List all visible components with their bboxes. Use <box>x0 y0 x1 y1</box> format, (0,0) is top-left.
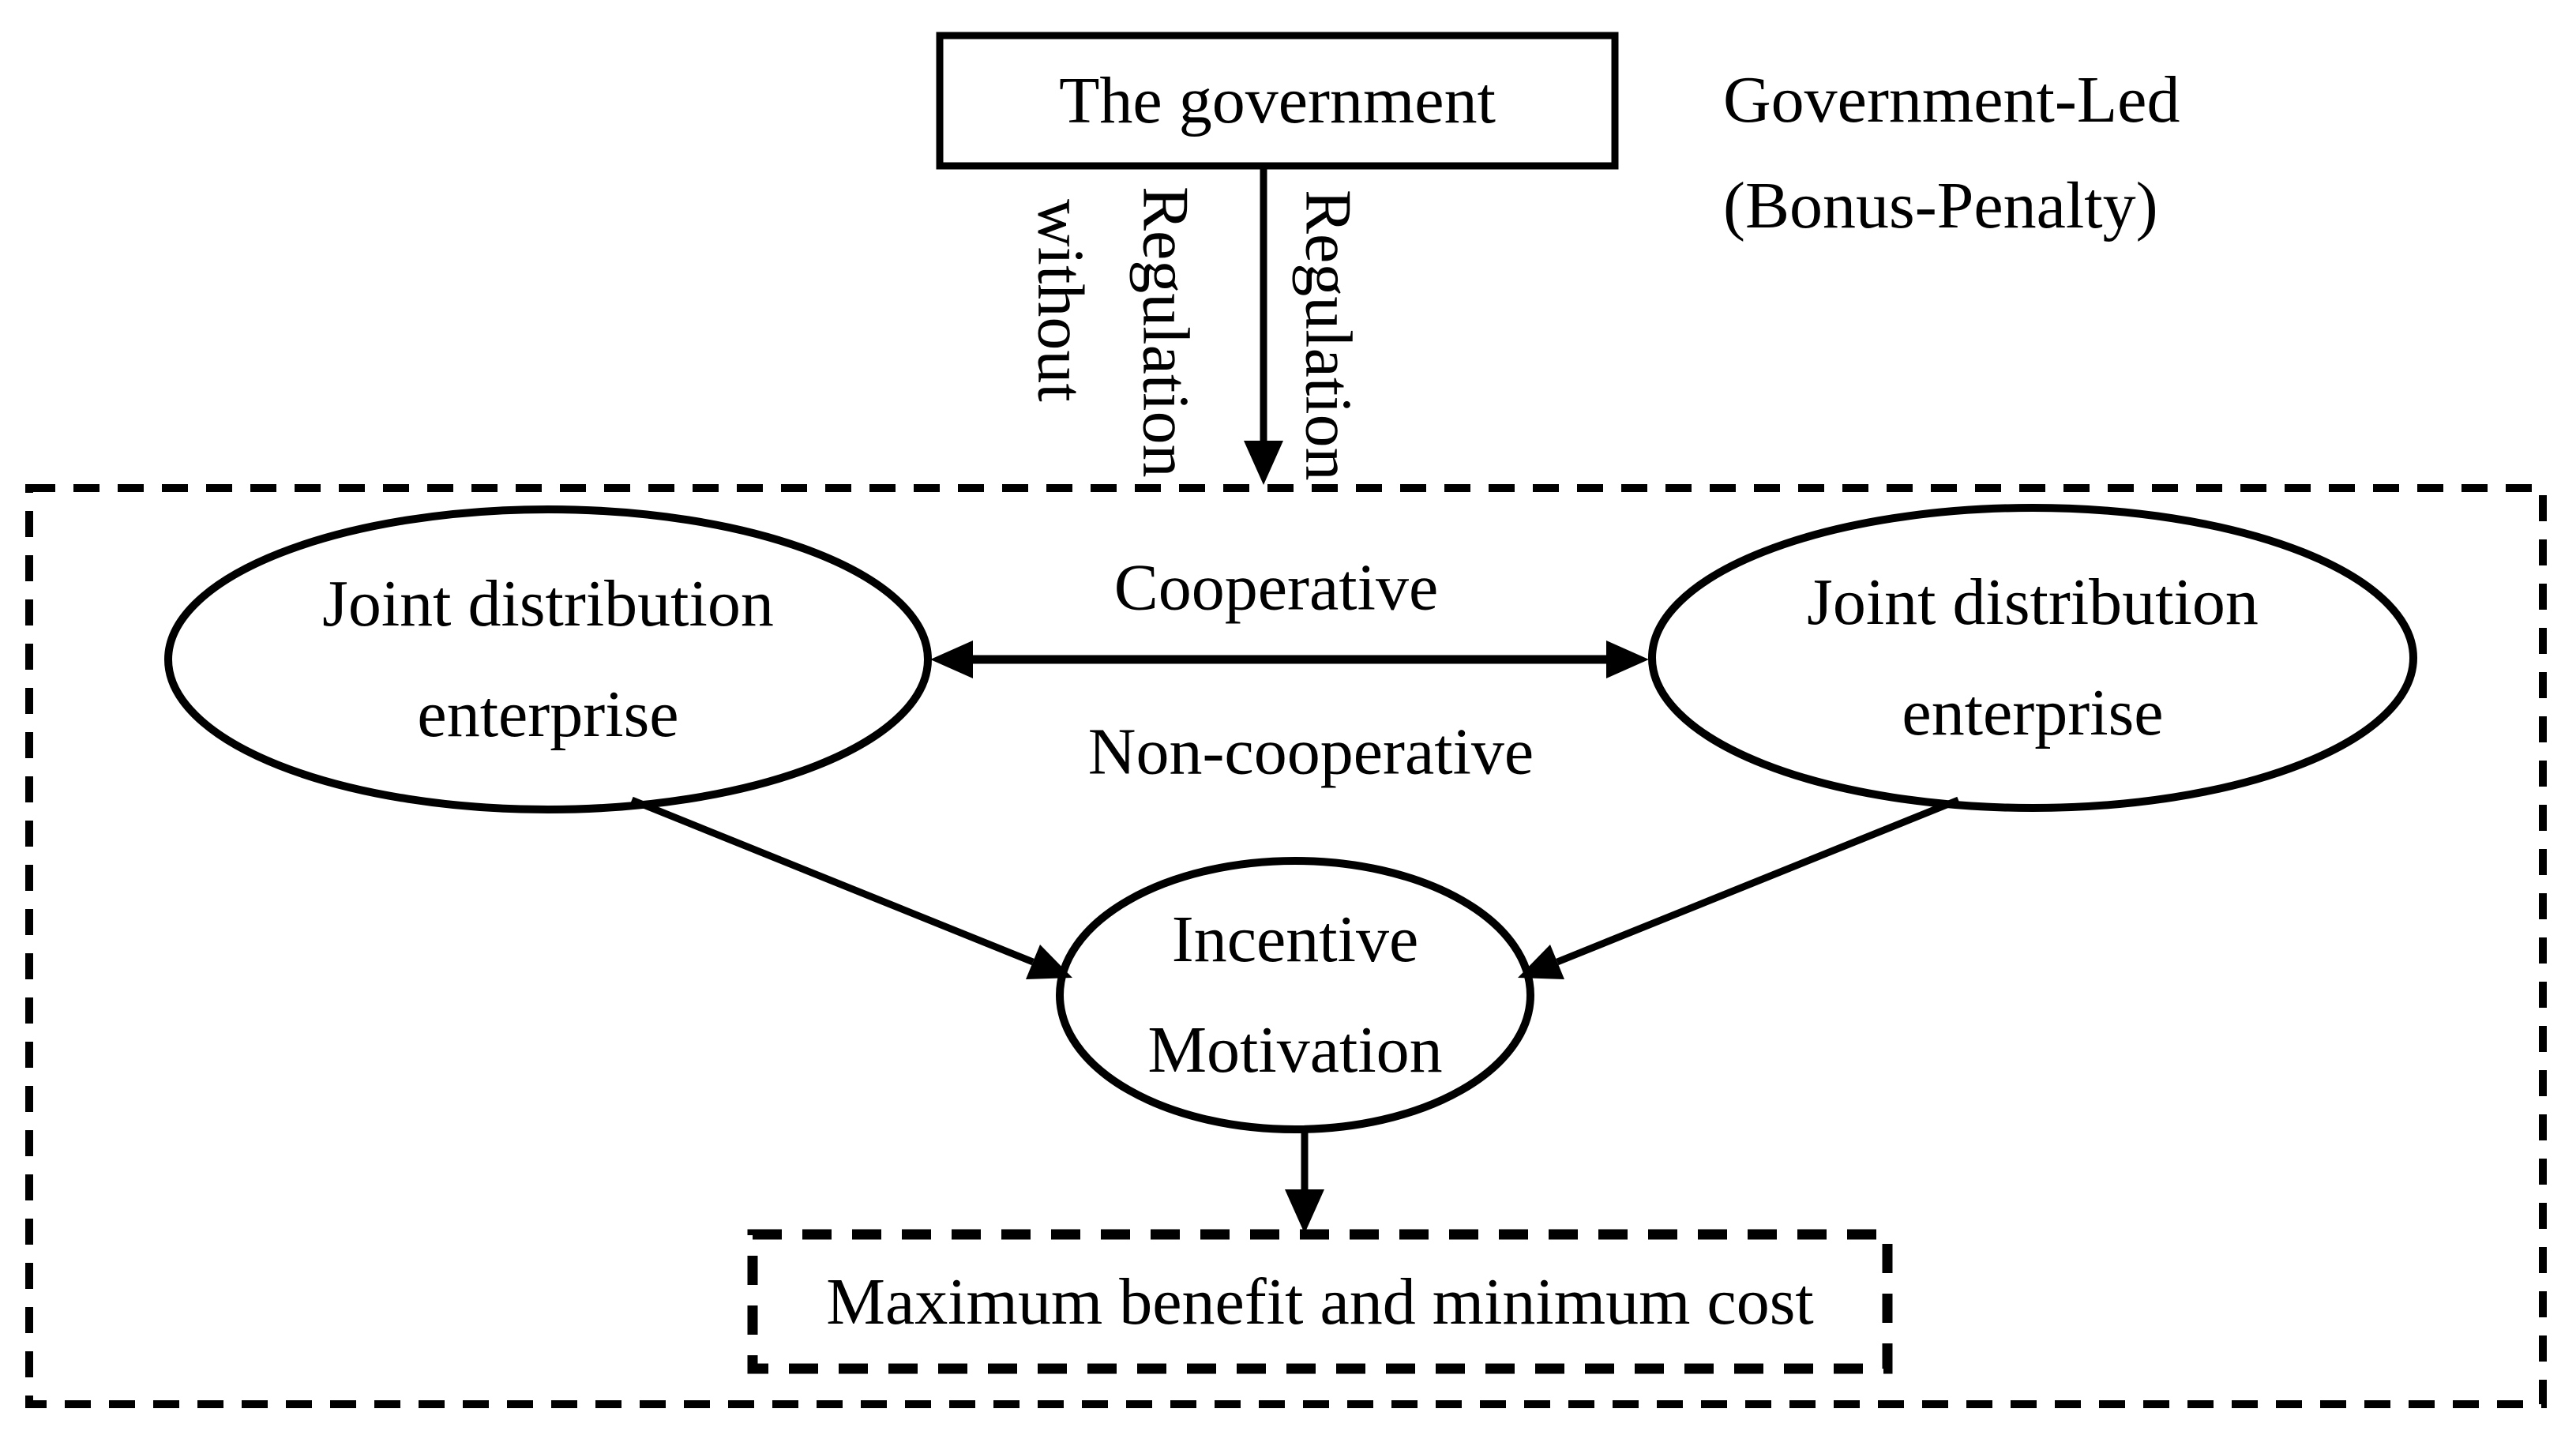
without-label: without <box>1023 199 1098 402</box>
right-incentive-arrow <box>1518 796 1960 979</box>
left-enterprise-ellipse <box>164 505 932 813</box>
incentive-line1: Incentive <box>1171 903 1419 976</box>
government-box-outline <box>936 32 1619 170</box>
regulation-left-label: Regulation <box>1128 186 1203 478</box>
system-boundary-box <box>25 484 2547 1408</box>
incentive-ellipse <box>1056 857 1534 1133</box>
right-enterprise-line2: enterprise <box>1902 676 2164 749</box>
right-enterprise-line1: Joint distribution <box>1807 565 2259 639</box>
side-note: Government-Led (Bonus-Penalty) <box>1723 47 2180 259</box>
non-cooperative-label: Non-cooperative <box>1087 715 1534 789</box>
left-enterprise-line1: Joint distribution <box>322 567 774 640</box>
cooperative-label: Cooperative <box>1113 550 1439 625</box>
cooperation-arrow <box>930 640 1649 678</box>
left-enterprise-label: Joint distribution enterprise <box>168 509 928 810</box>
side-note-line2: (Bonus-Penalty) <box>1723 169 2158 242</box>
government-arrow <box>1244 167 1283 485</box>
side-note-line1: Government-Led <box>1723 63 2180 137</box>
right-enterprise-label: Joint distribution enterprise <box>1652 508 2413 808</box>
left-enterprise-line2: enterprise <box>417 678 679 751</box>
incentive-label: Incentive Motivation <box>1060 861 1530 1129</box>
right-enterprise-ellipse <box>1648 504 2417 812</box>
outcome-box-outline <box>747 1229 1893 1374</box>
outcome-arrow <box>1285 1129 1324 1234</box>
government-box-label: The government <box>1059 64 1496 137</box>
incentive-line2: Motivation <box>1147 1013 1443 1087</box>
left-incentive-arrow <box>630 796 1072 979</box>
regulation-right-label: Regulation <box>1291 190 1365 481</box>
outcome-box-label: Maximum benefit and minimum cost <box>826 1264 1814 1339</box>
